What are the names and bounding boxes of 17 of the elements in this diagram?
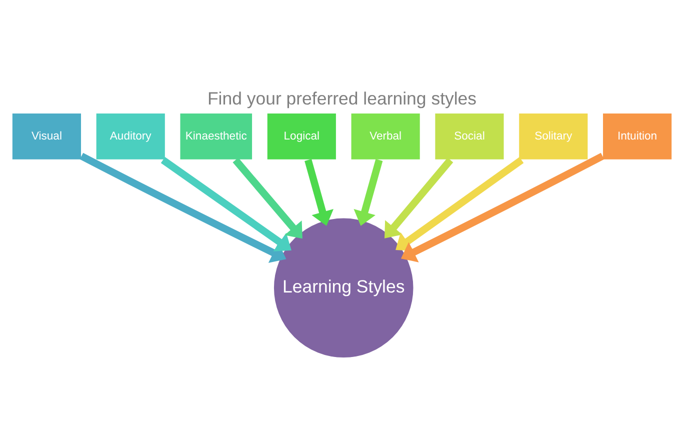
arrow	[396, 156, 524, 250]
arrow	[80, 152, 286, 262]
node-box: Intuition	[602, 112, 672, 160]
diagram-title: Find your preferred learning styles	[207, 88, 477, 108]
node-box: Social	[434, 112, 505, 160]
node-box: Solitary	[518, 112, 588, 160]
node-box: Auditory	[96, 112, 166, 160]
arrow	[304, 158, 334, 226]
arrow	[354, 158, 383, 226]
node-box: Visual	[12, 112, 82, 160]
arrow	[160, 156, 292, 251]
node-box: Kinaesthetic	[179, 112, 253, 160]
arrow	[384, 157, 454, 238]
arrow	[400, 152, 604, 262]
node-box: Logical	[266, 112, 337, 160]
arrow	[232, 157, 302, 238]
node-box: Verbal	[350, 112, 421, 160]
